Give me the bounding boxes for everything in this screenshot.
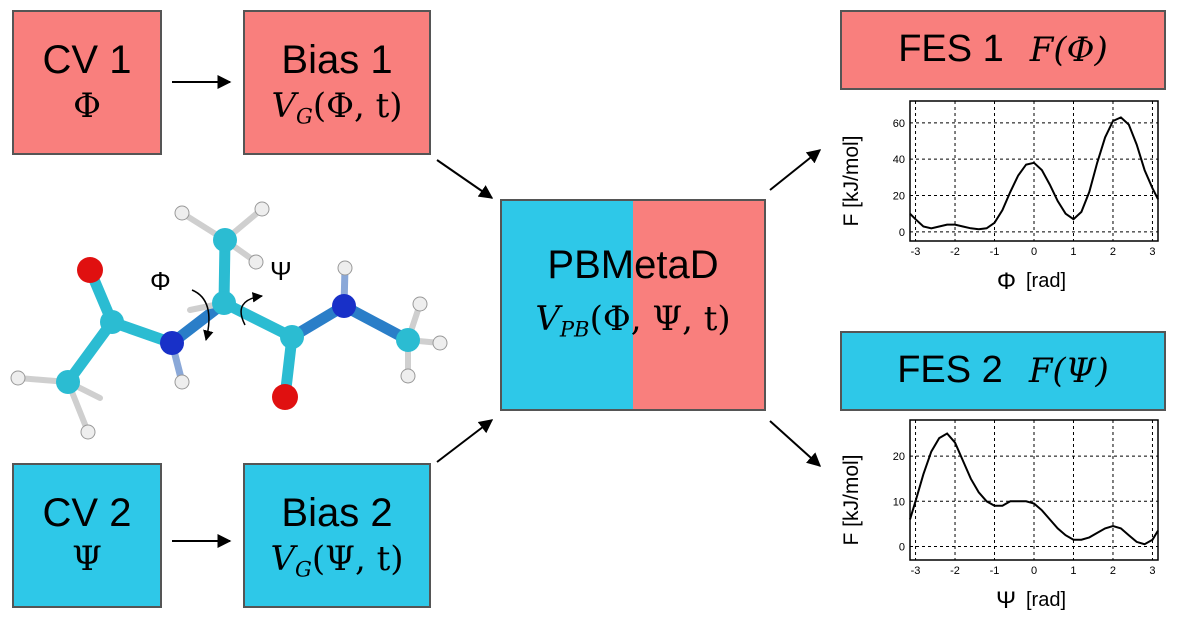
arrow-bias2-to-pbmetad bbox=[436, 419, 494, 463]
phi-dihedral-label: Φ bbox=[150, 266, 171, 296]
fes1-xtick-label: -2 bbox=[950, 246, 960, 258]
alanine-dipeptide-molecule bbox=[10, 201, 448, 440]
fes1-xtick-label: 0 bbox=[1031, 246, 1037, 258]
pbmetad-box: PBMetaD VPB(Φ, Ψ, t) bbox=[500, 199, 766, 411]
fes1-xticks: -3 -2 -1 0 1 2 3 bbox=[911, 246, 1156, 258]
fes2-curve bbox=[909, 432, 1159, 546]
bias2-title: Bias 2 bbox=[281, 490, 393, 535]
fes1-xtick-label: -3 bbox=[911, 246, 921, 258]
fes1-grid bbox=[910, 101, 1158, 241]
fes2-xtick-label: 0 bbox=[1031, 565, 1037, 577]
fes2-title: FES 2 bbox=[897, 349, 1003, 392]
fes1-xlabel-unit: [rad] bbox=[1026, 270, 1066, 292]
fes2-xlabel-symbol: Ψ bbox=[996, 587, 1016, 614]
fes2-ytick-label: 0 bbox=[899, 541, 905, 553]
fes1-box: FES 1 F(Φ) bbox=[840, 10, 1166, 90]
fes1-ytick-label: 20 bbox=[893, 191, 905, 203]
fes2-xtick-label: 3 bbox=[1149, 565, 1155, 577]
fes2-xtick-label: 1 bbox=[1070, 565, 1076, 577]
cv2-symbol: Ψ bbox=[72, 539, 102, 580]
fes2-formula: F(Ψ) bbox=[1028, 350, 1109, 391]
fes1-curve bbox=[909, 116, 1159, 231]
fes1-ylabel: F [kJ/mol] bbox=[840, 135, 863, 226]
fes2-box: FES 2 F(Ψ) bbox=[840, 331, 1166, 411]
fes2-xtick-label: -1 bbox=[990, 565, 1000, 577]
fes2-yticks: 0 10 20 bbox=[893, 451, 905, 553]
fes2-ytick-label: 20 bbox=[893, 451, 905, 463]
cv1-title: CV 1 bbox=[42, 38, 132, 83]
fes2-xtick-label: -3 bbox=[911, 565, 921, 577]
bias1-formula: VG(Φ, t) bbox=[271, 85, 403, 128]
fes1-plot-frame bbox=[909, 100, 1159, 242]
fes2-plot: 0 10 20 -3 -2 -1 0 1 2 3 F [kJ/mol] Ψ [rad] bbox=[840, 419, 1159, 614]
psi-dihedral-label: Ψ bbox=[270, 256, 292, 286]
fes2-grid bbox=[910, 420, 1158, 560]
bias1-box: Bias 1 VG(Φ, t) bbox=[243, 10, 431, 155]
pbmetad-formula: VPB(Φ, Ψ, t) bbox=[535, 299, 731, 342]
fes1-xtick-label: 2 bbox=[1110, 246, 1116, 258]
fes1-plot: 0 20 40 60 -3 -2 -1 0 1 2 3 F [kJ/mol] Φ [rad] bbox=[840, 100, 1159, 295]
fes1-xtick-label: -1 bbox=[990, 246, 1000, 258]
pbmetad-title: PBMetaD bbox=[547, 243, 719, 287]
arrow-pbmetad-to-fes2 bbox=[769, 420, 822, 467]
cv1-symbol: Φ bbox=[73, 86, 101, 127]
fes2-xticks: -3 -2 -1 0 1 2 3 bbox=[911, 565, 1156, 577]
fes2-ylabel: F [kJ/mol] bbox=[840, 454, 863, 545]
fes1-xtick-label: 1 bbox=[1070, 246, 1076, 258]
fes1-yticks: 0 20 40 60 bbox=[893, 118, 905, 239]
fes2-xtick-label: 2 bbox=[1110, 565, 1116, 577]
fes1-formula: F(Φ) bbox=[1029, 29, 1108, 70]
fes2-xtick-label: -2 bbox=[950, 565, 960, 577]
fes1-xtick-label: 3 bbox=[1149, 246, 1155, 258]
bias2-box: Bias 2 VG(Ψ, t) bbox=[243, 463, 431, 608]
fes2-ytick-label: 10 bbox=[893, 496, 905, 508]
fes2-xlabel-unit: [rad] bbox=[1026, 589, 1066, 611]
fes1-xlabel-symbol: Φ bbox=[997, 268, 1016, 295]
arrow-bias1-to-pbmetad bbox=[436, 159, 494, 199]
fes2-plot-frame bbox=[909, 419, 1159, 561]
cv2-box: CV 2 Ψ bbox=[12, 463, 162, 608]
arrow-pbmetad-to-fes1 bbox=[769, 149, 822, 191]
fes1-ytick-label: 60 bbox=[893, 118, 905, 130]
bias1-title: Bias 1 bbox=[281, 37, 393, 82]
fes1-title: FES 1 bbox=[898, 28, 1004, 71]
cv1-box: CV 1 Φ bbox=[12, 10, 162, 155]
cv2-title: CV 2 bbox=[42, 491, 132, 536]
bias2-formula: VG(Ψ, t) bbox=[270, 538, 404, 581]
fes1-ytick-label: 40 bbox=[893, 154, 905, 166]
fes1-ytick-label: 0 bbox=[899, 227, 905, 239]
